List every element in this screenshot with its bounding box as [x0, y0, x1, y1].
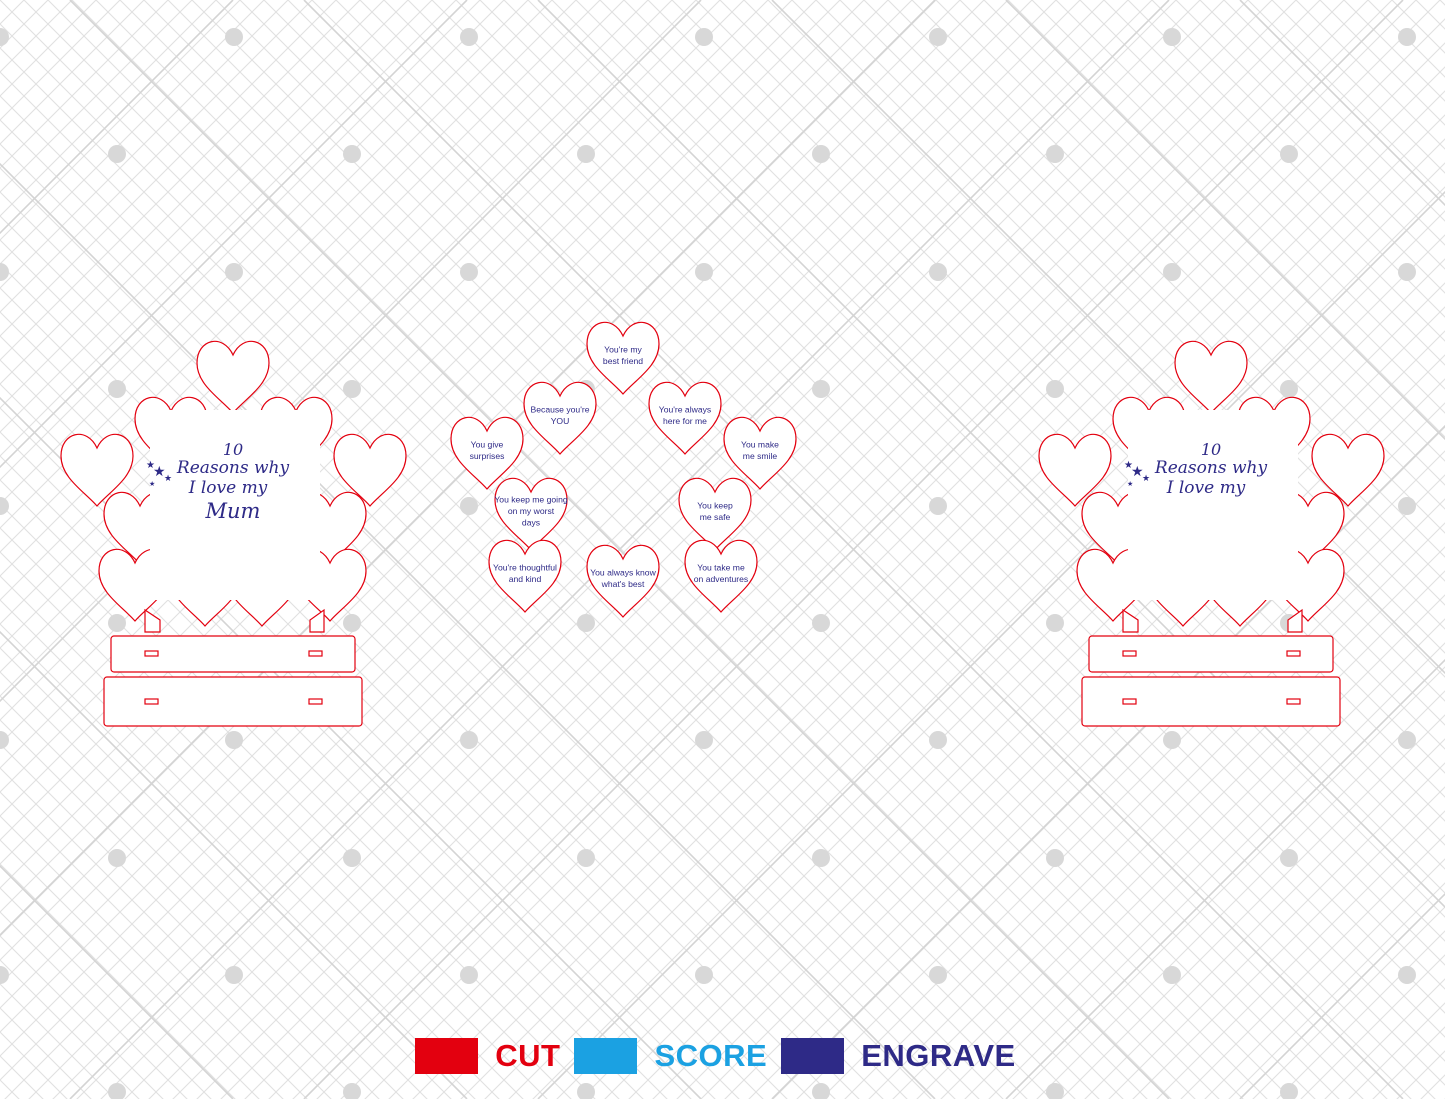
right-plaque-outline: [1038, 340, 1385, 633]
heart-text-line: and kind: [509, 574, 542, 584]
left-base-bottom: [103, 676, 363, 727]
left-plaque: [60, 340, 407, 727]
left-plaque-engraving: 10 Reasons why I love my Mum ★ ★ ★ ★: [146, 440, 289, 523]
heart-always-here: You're always here for me: [648, 381, 722, 455]
left-line1: Reasons why: [176, 458, 290, 478]
left-base-top: [110, 635, 356, 673]
left-number: 10: [223, 440, 243, 459]
heart-keep-me-safe: You keep me safe: [678, 477, 752, 551]
heart-text-line: here for me: [663, 416, 707, 426]
right-line1: Reasons why: [1154, 458, 1268, 478]
svg-text:★: ★: [164, 473, 172, 483]
heart-text-line: what's best: [601, 579, 645, 589]
heart-text-line: days: [522, 518, 540, 528]
left-plaque-outline: [60, 340, 407, 633]
right-plaque-engraving: 10 Reasons why I love my ★ ★ ★ ★: [1124, 440, 1267, 498]
heart-text-line: You always know: [590, 567, 656, 577]
heart-text-line: YOU: [551, 416, 570, 426]
heart-text-line: You give: [471, 439, 504, 449]
cut-swatch: [415, 1038, 479, 1074]
svg-text:★: ★: [1131, 463, 1144, 479]
heart-take-me-adventures: You take me on adventures: [684, 539, 758, 613]
svg-text:★: ★: [146, 460, 155, 471]
heart-text-line: You keep me going: [494, 495, 567, 505]
heart-thoughtful-kind: You're thoughtful and kind: [488, 539, 562, 613]
heart-always-know-best: You always know what's best: [586, 544, 660, 618]
heart-text-line: best friend: [603, 356, 643, 366]
right-plaque: [1038, 340, 1385, 727]
heart-text-line: on my worst: [508, 506, 555, 516]
legend-item-score: SCORE: [574, 1038, 781, 1074]
heart-text-line: You're my: [604, 344, 642, 354]
svg-text:★: ★: [153, 463, 166, 479]
heart-text-line: Because you're: [531, 404, 590, 414]
right-line2: I love my: [1166, 478, 1246, 498]
heart-make-me-smile: You make me smile: [723, 416, 797, 490]
score-label: SCORE: [654, 1038, 768, 1073]
heart-text-line: You make: [741, 439, 779, 449]
heart-text-line: me smile: [743, 451, 778, 461]
color-legend: CUT SCORE ENGRAVE: [0, 1036, 1445, 1076]
right-base-top: [1088, 635, 1334, 673]
heart-give-surprises: You give surprises: [450, 416, 524, 490]
svg-text:★: ★: [149, 480, 155, 488]
heart-text-line: me safe: [700, 512, 731, 522]
heart-text-line: You take me: [697, 562, 745, 572]
heart-text-line: You're always: [659, 404, 711, 414]
heart-best-friend: You're my best friend: [586, 321, 660, 395]
left-stars-icon: ★ ★ ★ ★: [146, 460, 172, 488]
engrave-label: ENGRAVE: [861, 1038, 1016, 1073]
heart-text-line: You're thoughtful: [493, 562, 557, 572]
svg-text:★: ★: [1142, 473, 1150, 483]
score-swatch: [574, 1038, 638, 1074]
svg-text:★: ★: [1124, 460, 1133, 471]
left-line3: Mum: [205, 499, 261, 523]
legend-item-cut: CUT: [415, 1038, 574, 1074]
engrave-swatch: [781, 1038, 845, 1074]
svg-text:★: ★: [1127, 480, 1133, 488]
heart-text-line: You keep: [697, 500, 733, 510]
left-line2: I love my: [188, 478, 268, 498]
right-number: 10: [1201, 440, 1221, 459]
cut-label: CUT: [495, 1038, 561, 1073]
legend-item-engrave: ENGRAVE: [781, 1038, 1030, 1074]
right-base-bottom: [1081, 676, 1341, 727]
heart-text-line: on adventures: [694, 574, 748, 584]
right-stars-icon: ★ ★ ★ ★: [1124, 460, 1150, 488]
heart-text-line: surprises: [470, 451, 505, 461]
